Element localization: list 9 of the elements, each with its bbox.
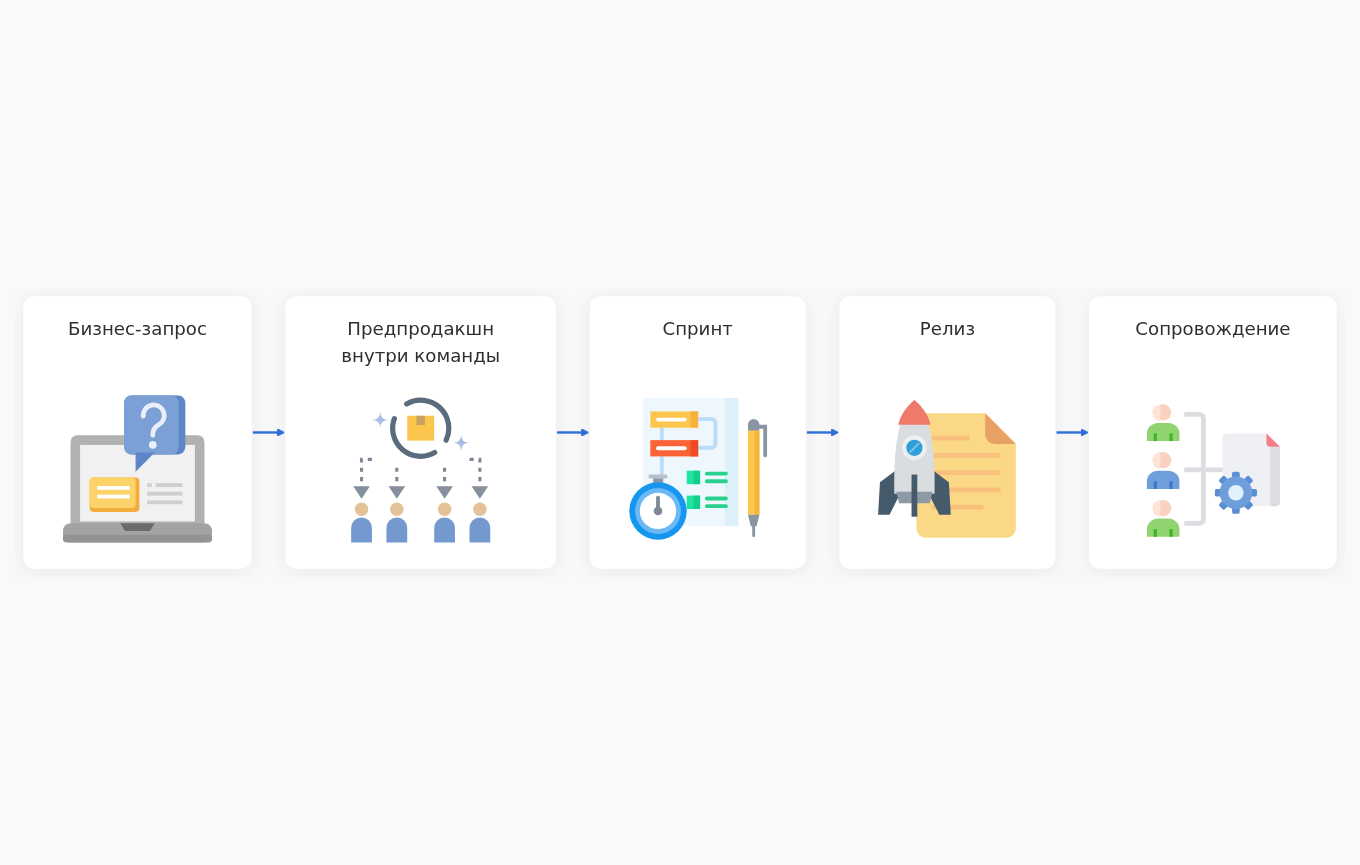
node-box: Бизнес-запрос	[22, 295, 253, 570]
node-box: Сопровождение	[1088, 295, 1338, 570]
node-box: Релиз	[838, 295, 1057, 570]
arrow	[252, 428, 286, 437]
arrow	[556, 428, 590, 437]
arrow	[806, 428, 840, 437]
arrow	[1056, 428, 1089, 437]
node-box: Спринт	[588, 295, 807, 570]
node-box: Предпродакшн внутри команды	[284, 295, 558, 570]
